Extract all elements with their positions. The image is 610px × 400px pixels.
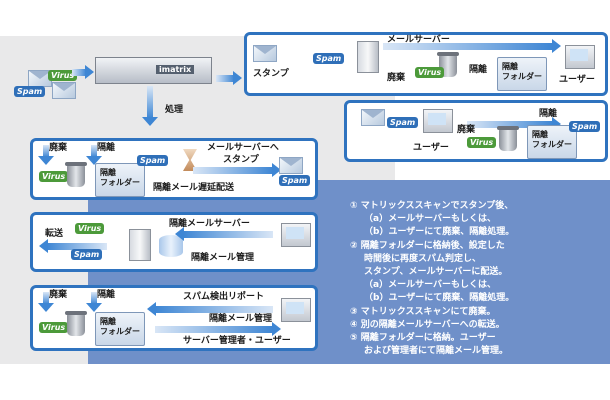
quarantine-mail-server-label: 隔離メールサーバー — [169, 219, 250, 229]
arrow-to-quarantine-server — [175, 227, 273, 241]
spam-tag: Spam — [137, 155, 169, 166]
quarantine-label: 隔離 — [97, 143, 116, 153]
virus-tag: Virus — [39, 322, 69, 333]
incoming-mail-icon — [52, 82, 76, 99]
mail-server-label: メールサーバー — [387, 35, 450, 45]
panel-report: 廃棄 隔離 Virus 隔離フォルダー スパム検出リポート 隔離メール管理 サー… — [30, 285, 318, 351]
spam-tag: Spam — [71, 249, 103, 260]
legend-line: （a）メールサーバーもしくは、 — [364, 214, 496, 225]
user-label: ユーザー — [559, 75, 595, 85]
user-label: ユーザー — [413, 143, 449, 153]
legend-line: スタンプ、メールサーバーに配送。 — [364, 267, 508, 278]
quarantine-folder: 隔離フォルダー — [95, 312, 145, 346]
panel-stamp-mail-server: メールサーバー Spam スタンプ 廃棄 Virus 隔離 隔離フォルダー ユー… — [244, 32, 608, 96]
virus-tag: Virus — [415, 67, 445, 78]
delayed-delivery-label: 隔離メール遅延配送 — [153, 183, 235, 193]
spam-stamp-tag: Spam — [313, 53, 345, 64]
panel-user-side: 隔離 Spam ユーザー 廃棄 Virus 隔離フォルダー Spam — [344, 100, 608, 162]
quarantine-folder: 隔離フォルダー — [497, 57, 547, 91]
quarantine-folder: 隔離フォルダー — [527, 125, 577, 159]
arrow-transfer — [39, 239, 107, 253]
quarantine-mail-management-label: 隔離メール管理 — [191, 253, 255, 263]
folder-line-2: フォルダー — [100, 178, 140, 187]
quarantine-folder: 隔離フォルダー — [95, 163, 145, 197]
virus-tag: Virus — [39, 171, 69, 182]
quarantine-label: 隔離 — [539, 109, 558, 119]
arrow-to-panel-1 — [216, 71, 242, 85]
arrow-quarantine — [86, 292, 102, 312]
folder-line-1: 隔離 — [502, 62, 518, 71]
arrow-management — [155, 322, 281, 336]
arrow-quarantine — [86, 145, 102, 165]
arrow-to-mail-server — [193, 163, 281, 177]
discard-label: 廃棄 — [49, 143, 68, 153]
arrow-to-quarantine — [467, 117, 561, 131]
panel-delayed-delivery: 廃棄 隔離 Virus 隔離フォルダー Spam メールサーバーへ スタンプ S… — [30, 138, 318, 200]
discard-label: 廃棄 — [457, 125, 476, 135]
admin-user-label: サーバー管理者・ユーザー — [183, 336, 291, 346]
mail-icon — [361, 109, 385, 126]
legend-line: （a）メールサーバーもしくは、 — [364, 280, 496, 291]
trash-icon — [497, 126, 519, 151]
legend-line: ③ マトリックススキャンにて廃棄。 — [350, 306, 496, 317]
discard-label: 廃棄 — [49, 290, 68, 300]
stamp-label: スタンプ — [253, 69, 289, 79]
folder-line-1: 隔離 — [532, 130, 548, 139]
to-mail-server-line-1: メールサーバーへ — [207, 143, 279, 153]
folder-line-1: 隔離 — [100, 168, 116, 177]
to-mail-server-line-2: スタンプ — [223, 155, 259, 165]
arrow-discard — [38, 145, 54, 165]
hourglass-icon — [183, 149, 197, 171]
mail-icon — [279, 157, 303, 174]
folder-line-2: フォルダー — [100, 327, 140, 336]
arrow-discard — [38, 292, 54, 312]
spam-stamp-tag: Spam — [279, 175, 311, 186]
quarantine-label: 隔離 — [469, 65, 488, 75]
admin-pc-icon — [281, 298, 311, 322]
imatrix-appliance: imatrix — [95, 57, 212, 84]
user-pc-icon — [423, 109, 453, 133]
legend-line: （b）ユーザーにて廃棄、隔離処理。 — [364, 293, 515, 304]
arrow-mail-server-to-user — [383, 39, 561, 53]
folder-line-2: フォルダー — [502, 72, 542, 81]
transfer-label: 転送 — [45, 229, 64, 239]
quarantine-mail-management-label: 隔離メール管理 — [209, 314, 273, 324]
admin-pc-icon — [281, 223, 311, 247]
legend-line: ② 隔離フォルダーに格納後、設定した — [350, 240, 505, 251]
discard-label: 廃棄 — [387, 73, 406, 83]
spam-stamp-tag: Spam — [569, 121, 601, 132]
legend-line: ⑤ 隔離フォルダーに格納。ユーザー — [350, 333, 496, 344]
legend-line: （b）ユーザーにて廃棄、隔離処理。 — [364, 227, 515, 238]
legend-line: ④ 別の隔離メールサーバーへの転送。 — [350, 319, 505, 330]
appliance-label: imatrix — [156, 65, 195, 74]
folder-line-2: フォルダー — [532, 140, 572, 149]
mail-server-icon — [357, 41, 379, 73]
quarantine-label: 隔離 — [97, 290, 116, 300]
process-label: 処理 — [165, 105, 184, 115]
folder-line-1: 隔離 — [100, 317, 116, 326]
quarantine-server-icon — [129, 229, 151, 261]
panel-transfer: 転送 Virus Spam 隔離メールサーバー 隔離メール管理 — [30, 212, 318, 272]
legend-line: および管理者にて隔離メール管理。 — [364, 346, 509, 357]
virus-tag: Virus — [467, 137, 497, 148]
user-pc-icon — [565, 45, 595, 69]
trash-icon — [65, 311, 87, 336]
spam-tag: Spam — [14, 86, 46, 97]
virus-tag: Virus — [75, 223, 105, 234]
legend-line: ① マトリックススキャンでスタンプ後、 — [350, 201, 514, 211]
mail-icon — [253, 45, 277, 62]
virus-tag: Virus — [48, 70, 78, 81]
trash-icon — [65, 162, 87, 187]
arrow-report — [147, 302, 273, 316]
legend-line: 時間後に再度スパム判定し、 — [364, 253, 482, 264]
spam-report-label: スパム検出リポート — [183, 292, 265, 302]
arrow-to-appliance — [72, 65, 94, 79]
arrow-process — [142, 86, 158, 126]
legend: ① マトリックススキャンでスタンプ後、 （a）メールサーバーもしくは、 （b）ユ… — [350, 200, 514, 358]
spam-stamp-tag: Spam — [387, 117, 419, 128]
